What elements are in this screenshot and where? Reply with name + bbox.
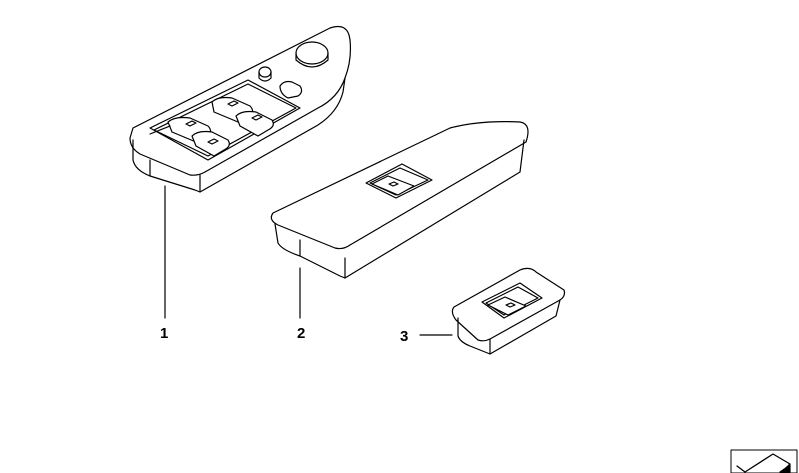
- part-label-1: 1: [160, 325, 169, 342]
- part-label-3: 3: [400, 328, 409, 345]
- part-1-driver-switch-panel[interactable]: [129, 25, 352, 193]
- parts-box-icon: [730, 449, 798, 473]
- part-3-single-switch[interactable]: [451, 267, 566, 355]
- part-label-2: 2: [297, 325, 306, 342]
- part-2-passenger-switch-panel[interactable]: [270, 121, 529, 279]
